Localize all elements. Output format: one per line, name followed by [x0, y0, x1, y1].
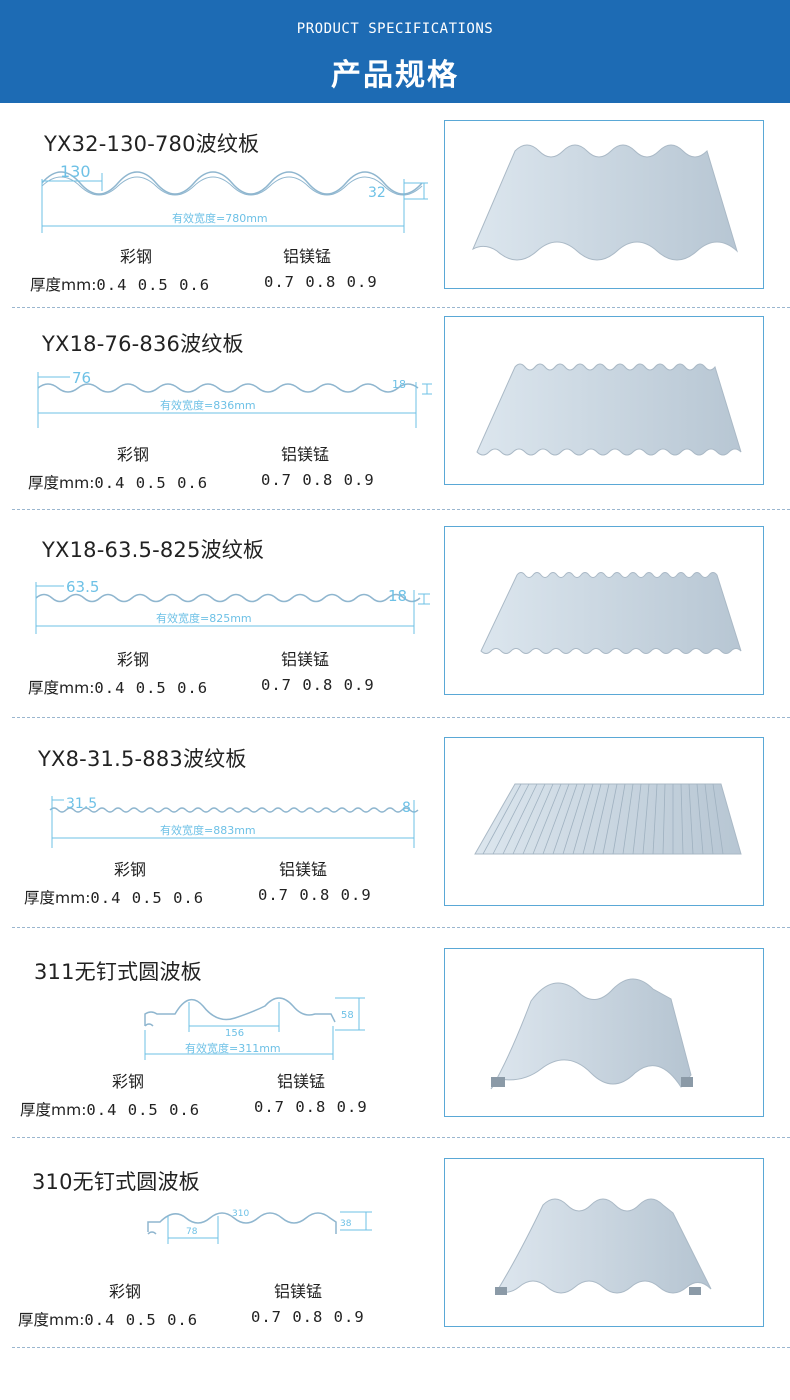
effective-width-label: 有效宽度=883mm	[160, 823, 256, 837]
material-1-label: 彩钢	[114, 860, 147, 879]
product-section-1: YX32-130-780波纹板 130 32 有效宽度=780mm 彩钢 铝镁锰…	[0, 113, 790, 313]
section-divider	[12, 927, 790, 928]
material-2-label: 铝镁锰	[279, 860, 328, 879]
height-label: 18	[392, 378, 406, 391]
product-section-5: 311无钉式圆波板 156 58 有效宽度=311mm 彩钢 铝镁锰 厚度mm:…	[0, 934, 790, 1134]
product-section-4: YX8-31.5-883波纹板 31.5 8 有效宽度=883mm 彩钢 铝镁锰…	[0, 724, 790, 924]
thickness-line-1: 厚度mm:0.4 0.5 0.6	[28, 676, 208, 698]
thickness-line-1: 厚度mm:0.4 0.5 0.6	[28, 471, 208, 493]
product-section-3: YX18-63.5-825波纹板 63.5 18 有效宽度=825mm 彩钢 铝…	[0, 516, 790, 716]
material-1-label: 彩钢	[117, 650, 150, 669]
thickness-values-1: 0.4 0.5 0.6	[90, 889, 205, 907]
effective-width-label: 有效宽度=825mm	[156, 611, 252, 625]
profile-diagram: 76 18 有效宽度=836mm	[37, 369, 432, 428]
section-divider	[12, 717, 790, 718]
product-photo	[444, 120, 764, 289]
pitch-label: 78	[186, 1227, 198, 1237]
product-section-2: YX18-76-836波纹板 76 18 有效宽度=836mm 彩钢 铝镁锰 厚…	[0, 313, 790, 513]
thickness-values-2: 0.7 0.8 0.9	[261, 676, 375, 694]
thickness-line-1: 厚度mm:0.4 0.5 0.6	[30, 273, 210, 295]
pitch-label: 76	[72, 369, 91, 387]
material-1-label: 彩钢	[109, 1282, 142, 1301]
thickness-values-2: 0.7 0.8 0.9	[264, 273, 378, 291]
thickness-line-1: 厚度mm:0.4 0.5 0.6	[18, 1308, 198, 1330]
product-section-6: 310无钉式圆波板 78 310 38 彩钢 铝镁锰 厚度mm:0.4 0.5 …	[0, 1144, 790, 1344]
pitch-label: 31.5	[66, 796, 97, 812]
profile-diagram: 31.5 8 有效宽度=883mm	[49, 796, 419, 848]
thickness-values-2: 0.7 0.8 0.9	[261, 471, 375, 489]
product-title: YX18-76-836波纹板	[42, 332, 244, 356]
effective-width-label: 有效宽度=836mm	[160, 398, 256, 412]
thickness-line-1: 厚度mm:0.4 0.5 0.6	[24, 886, 204, 908]
product-title: 310无钉式圆波板	[32, 1170, 200, 1194]
product-photo	[444, 1158, 764, 1327]
header-title: 产品规格	[331, 58, 459, 93]
product-photo	[444, 526, 764, 695]
thickness-label: 厚度mm:	[24, 889, 91, 907]
thickness-values-2: 0.7 0.8 0.9	[251, 1308, 365, 1326]
product-photo	[444, 737, 764, 906]
effective-width-label: 有效宽度=780mm	[172, 211, 268, 225]
product-title: YX8-31.5-883波纹板	[38, 747, 247, 771]
material-2-label: 铝镁锰	[277, 1072, 326, 1091]
material-1-label: 彩钢	[117, 445, 150, 464]
section-divider	[12, 1137, 790, 1138]
product-title: YX32-130-780波纹板	[44, 132, 260, 156]
profile-diagram: 130 32 有效宽度=780mm	[41, 162, 428, 233]
material-2-label: 铝镁锰	[281, 445, 330, 464]
material-2-label: 铝镁锰	[281, 650, 330, 669]
thickness-label: 厚度mm:	[30, 276, 97, 294]
pitch-label: 63.5	[66, 578, 99, 596]
thickness-values-1: 0.4 0.5 0.6	[86, 1101, 201, 1119]
section-divider	[12, 307, 790, 308]
page-header: PRODUCT SPECIFICATIONS 产品规格	[0, 0, 790, 103]
thickness-values-1: 0.4 0.5 0.6	[94, 679, 209, 697]
thickness-line-1: 厚度mm:0.4 0.5 0.6	[20, 1098, 200, 1120]
product-title: YX18-63.5-825波纹板	[42, 538, 265, 562]
thickness-values-2: 0.7 0.8 0.9	[254, 1098, 368, 1116]
thickness-label: 厚度mm:	[28, 474, 95, 492]
height-label: 32	[368, 185, 386, 201]
profile-diagram: 156 58 有效宽度=311mm	[144, 997, 365, 1060]
profile-diagram: 78 310 38	[147, 1209, 372, 1244]
product-photo	[444, 948, 764, 1117]
thickness-label: 厚度mm:	[28, 679, 95, 697]
thickness-values-1: 0.4 0.5 0.6	[96, 276, 211, 294]
thickness-label: 厚度mm:	[20, 1101, 87, 1119]
material-1-label: 彩钢	[120, 247, 153, 266]
height-label: 18	[388, 587, 407, 605]
pitch-label: 130	[60, 162, 91, 181]
product-photo	[444, 316, 764, 485]
product-title: 311无钉式圆波板	[34, 960, 202, 984]
height-label: 58	[341, 1010, 354, 1021]
width-mark-label: 310	[232, 1209, 249, 1219]
height-label: 8	[402, 800, 411, 816]
material-2-label: 铝镁锰	[283, 247, 332, 266]
thickness-values-1: 0.4 0.5 0.6	[84, 1311, 199, 1329]
thickness-values-1: 0.4 0.5 0.6	[94, 474, 209, 492]
effective-width-label: 有效宽度=311mm	[185, 1041, 281, 1055]
thickness-values-2: 0.7 0.8 0.9	[258, 886, 372, 904]
material-2-label: 铝镁锰	[274, 1282, 323, 1301]
section-divider	[12, 509, 790, 510]
material-1-label: 彩钢	[112, 1072, 145, 1091]
header-subtitle: PRODUCT SPECIFICATIONS	[296, 21, 494, 37]
height-label: 38	[340, 1219, 352, 1229]
profile-diagram: 63.5 18 有效宽度=825mm	[35, 578, 430, 634]
section-divider	[12, 1347, 790, 1348]
pitch-label: 156	[225, 1028, 244, 1039]
thickness-label: 厚度mm:	[18, 1311, 85, 1329]
